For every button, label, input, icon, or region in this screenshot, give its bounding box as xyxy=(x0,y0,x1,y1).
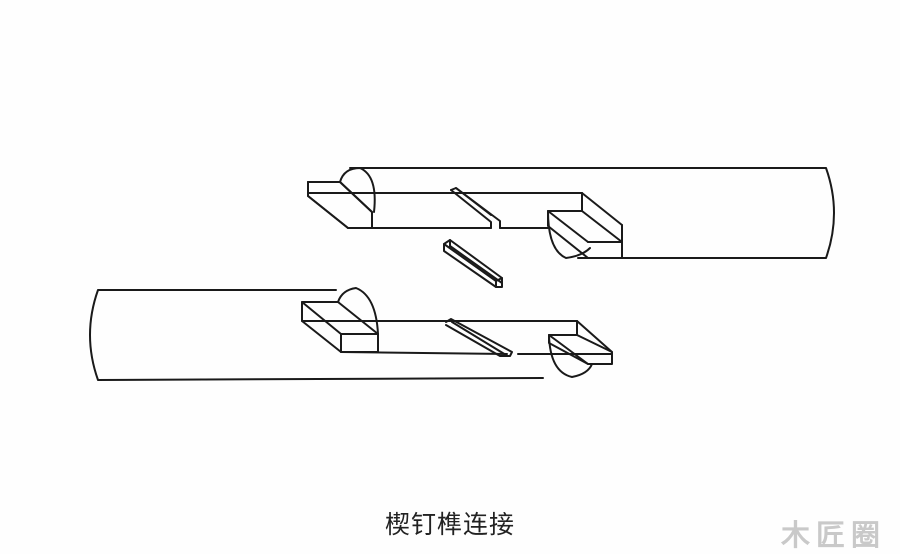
upper-timber xyxy=(307,167,835,259)
wedge-pin xyxy=(443,239,503,288)
watermark-logo: 木匠圈 xyxy=(780,518,886,552)
lower-timber xyxy=(89,287,613,381)
diagram-caption: 楔钉榫连接 xyxy=(384,510,515,539)
